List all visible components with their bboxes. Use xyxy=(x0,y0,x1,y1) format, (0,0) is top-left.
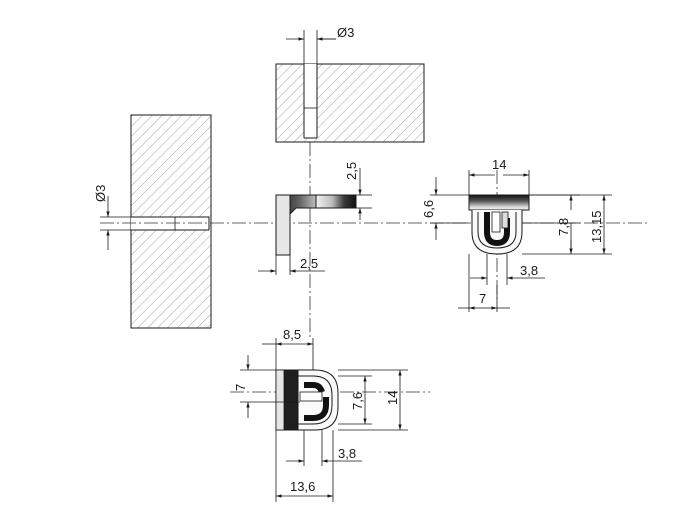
dim-front-slot-label: 3,8 xyxy=(520,263,538,278)
dim-peg-thickness: 2,5 xyxy=(344,162,372,220)
dim-bottom-slot: 3,8 xyxy=(286,430,362,466)
dim-front-mid: 7,8 xyxy=(522,194,580,254)
l-peg xyxy=(275,194,357,256)
dim-bottom-inner-height-label: 7,6 xyxy=(350,392,365,410)
dim-front-total: 13,15 xyxy=(522,194,612,255)
dim-bottom-height: 14 xyxy=(338,369,408,431)
left-board xyxy=(130,114,212,329)
dim-front-small: 6,6 xyxy=(421,177,469,240)
dim-front-mid-label: 7,8 xyxy=(556,218,571,236)
dim-peg-leg-label: 2,5 xyxy=(300,256,318,271)
dim-bottom-slot-label: 3,8 xyxy=(338,446,356,461)
dim-front-small-label: 6,6 xyxy=(421,200,436,218)
top-board xyxy=(275,63,425,143)
dim-front-width: 14 xyxy=(468,157,530,195)
dim-front-half-label: 7 xyxy=(479,291,486,306)
dim-front-total-label: 13,15 xyxy=(589,210,604,243)
dim-side-hole: Ø3 xyxy=(93,185,131,250)
dim-top-hole: Ø3 xyxy=(286,25,354,64)
dim-peg-thickness-label: 2,5 xyxy=(344,162,359,180)
dim-bottom-inner-height: 7,6 xyxy=(338,375,372,425)
dim-bottom-top-width: 8,5 xyxy=(262,327,314,370)
dim-bottom-height-label: 14 xyxy=(385,391,400,405)
top-view-clip xyxy=(275,369,339,431)
dim-front-slot: 3,8 xyxy=(470,254,545,285)
dim-bottom-side: 7 xyxy=(233,355,300,418)
dim-bottom-total-width: 13,6 xyxy=(275,430,334,502)
dim-top-hole-label: Ø3 xyxy=(337,25,354,40)
dim-front-half: 7 xyxy=(458,254,510,312)
dim-bottom-total-width-label: 13,6 xyxy=(290,479,315,494)
dim-bottom-top-width-label: 8,5 xyxy=(283,327,301,342)
front-view-clip xyxy=(468,194,530,255)
dim-side-hole-label: Ø3 xyxy=(93,185,108,202)
dim-front-width-label: 14 xyxy=(492,157,506,172)
dim-peg-leg: 2,5 xyxy=(258,255,325,275)
dim-bottom-side-label: 7 xyxy=(233,384,248,391)
